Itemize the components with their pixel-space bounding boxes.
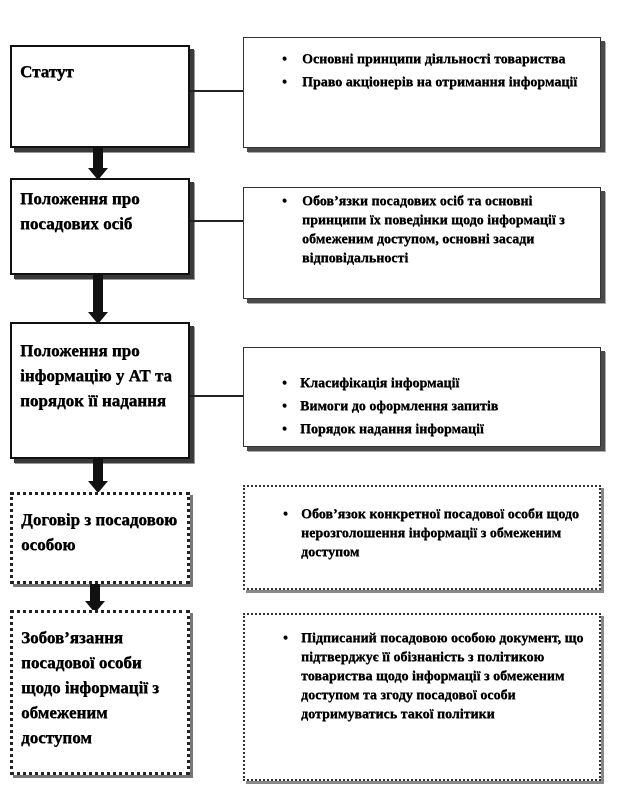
step-1-connector [190, 90, 243, 92]
arrow-down-icon [88, 148, 108, 180]
step-2-details: Обов’язки посадових осіб та основні прин… [243, 187, 601, 299]
step-5-box: Зобов’язання посадової особи щодо інформ… [10, 610, 190, 775]
step-1-detail-2: Право акціонерів на отримання інформації [244, 73, 600, 92]
step-3-detail-1: Класифікація інформації [244, 374, 600, 393]
step-3-box: Положення про інформацію у АТ та порядок… [10, 322, 190, 459]
step-1-detail-1: Основні принципи діяльності товариства [244, 50, 600, 69]
step-2-detail-1: Обов’язки посадових осіб та основні прин… [244, 192, 600, 268]
step-4-box: Договір з посадовою особою [10, 492, 190, 584]
step-4-details: Обов’язок конкретної посадової особи щод… [243, 485, 601, 590]
step-4-title: Договір з посадовою особою [21, 510, 178, 554]
step-2-title: Положення про посадових осіб [20, 189, 140, 233]
step-3-connector [190, 395, 243, 397]
step-3-detail-2: Вимоги до оформлення запитів [244, 397, 600, 416]
step-5-details: Підписаний посадовою особою документ, що… [243, 613, 601, 781]
step-3-detail-3: Порядок надання інформації [244, 420, 600, 439]
step-1-box: Статут [10, 45, 190, 148]
step-1-title: Статут [20, 62, 74, 81]
step-3-details: Класифікація інформації Вимоги до оформл… [243, 347, 601, 447]
step-2-connector [190, 220, 243, 222]
step-5-title: Зобов’язання посадової особи щодо інформ… [21, 628, 159, 747]
arrow-down-icon [88, 275, 108, 325]
step-5-detail-1: Підписаний посадовою особою документ, що… [245, 629, 599, 724]
step-1-details: Основні принципи діяльності товариства П… [243, 37, 601, 148]
arrow-down-icon [88, 459, 108, 494]
step-2-box: Положення про посадових осіб [10, 178, 190, 275]
step-4-detail-1: Обов’язок конкретної посадової особи щод… [245, 505, 599, 562]
step-3-title: Положення про інформацію у АТ та порядок… [20, 341, 172, 410]
